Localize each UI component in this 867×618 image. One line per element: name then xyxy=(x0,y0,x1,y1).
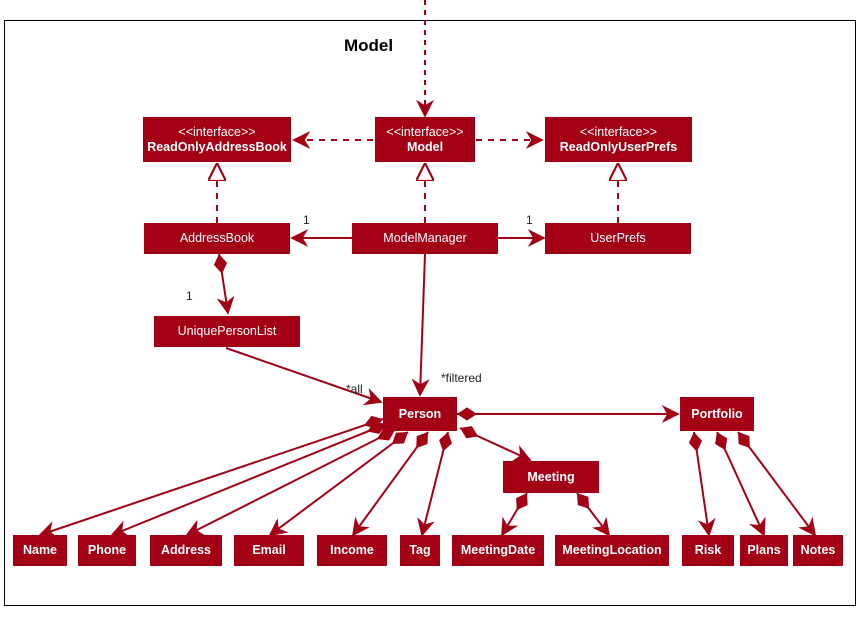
node-person[interactable]: Person xyxy=(383,397,457,431)
node-unique-person-list[interactable]: UniquePersonList xyxy=(154,316,300,347)
node-phone[interactable]: Phone xyxy=(78,535,136,566)
edge-portfolio-to-risk xyxy=(688,431,716,537)
node-user-prefs[interactable]: UserPrefs xyxy=(545,223,691,254)
node-name[interactable]: Name xyxy=(13,535,67,566)
edge-person-to-name xyxy=(38,415,384,539)
edge-portfolio-to-plans xyxy=(715,431,766,537)
node-label: ReadOnlyAddressBook xyxy=(147,139,287,154)
node-meeting-location[interactable]: MeetingLocation xyxy=(555,535,669,566)
diagram-frame xyxy=(4,20,856,606)
stereotype-label: <<interface>> xyxy=(579,124,658,139)
node-tag[interactable]: Tag xyxy=(400,535,440,566)
edge-modelmanager-to-person xyxy=(411,253,430,397)
edge-person-to-meeting xyxy=(459,426,532,462)
stereotype-label: <<interface>> xyxy=(178,124,256,139)
stereotype-label: <<interface>> xyxy=(386,124,464,139)
node-portfolio[interactable]: Portfolio xyxy=(680,397,754,431)
node-model-manager[interactable]: ModelManager xyxy=(352,223,498,254)
edge-uniquepersonlist-to-person xyxy=(225,347,383,406)
edge-addressbook-to-uniquepersonlist xyxy=(213,253,235,315)
multiplicity-all: *all xyxy=(346,382,363,396)
node-income[interactable]: Income xyxy=(317,535,387,566)
node-model[interactable]: <<interface>> Model xyxy=(375,117,475,162)
node-email[interactable]: Email xyxy=(234,535,304,566)
node-label: Model xyxy=(406,139,444,154)
node-address-book[interactable]: AddressBook xyxy=(144,223,290,254)
edge-portfolio-to-notes xyxy=(737,431,817,537)
node-notes[interactable]: Notes xyxy=(793,535,843,566)
multiplicity-filtered: *filtered xyxy=(441,371,482,385)
edge-person-to-income xyxy=(351,431,429,537)
node-risk[interactable]: Risk xyxy=(682,535,734,566)
node-plans[interactable]: Plans xyxy=(740,535,788,566)
node-readonly-user-prefs[interactable]: <<interface>> ReadOnlyUserPrefs xyxy=(545,117,692,162)
node-readonly-address-book[interactable]: <<interface>> ReadOnlyAddressBook xyxy=(143,117,291,162)
node-address[interactable]: Address xyxy=(150,535,222,566)
multiplicity-address-book: 1 xyxy=(303,213,310,227)
node-meeting-date[interactable]: MeetingDate xyxy=(452,535,544,566)
node-label: ReadOnlyUserPrefs xyxy=(559,139,678,154)
edge-meeting-to-meetinglocation xyxy=(576,492,611,537)
edge-meeting-to-meetingdate xyxy=(501,492,528,537)
multiplicity-unique-person-list: 1 xyxy=(186,289,193,303)
diagram-title: Model xyxy=(344,36,394,55)
edge-person-to-tag xyxy=(417,431,453,537)
multiplicity-user-prefs: 1 xyxy=(526,213,533,227)
node-meeting[interactable]: Meeting xyxy=(503,461,599,493)
